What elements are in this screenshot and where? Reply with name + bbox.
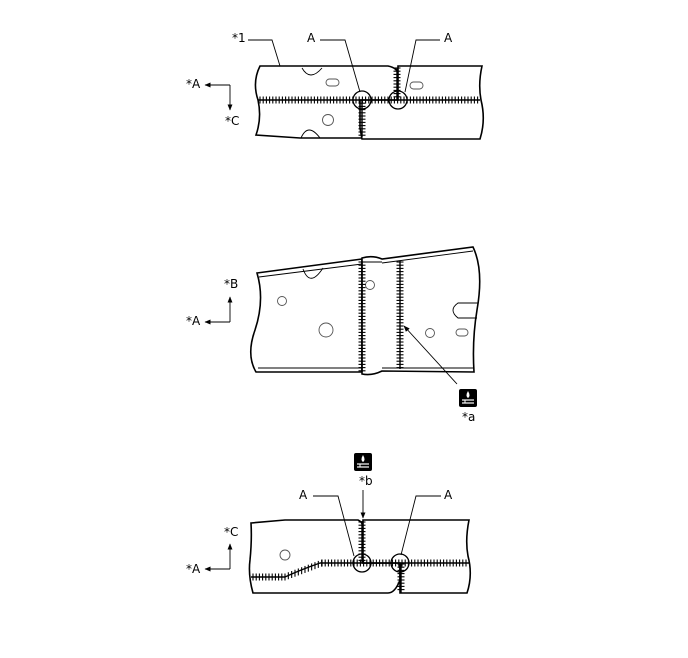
direction-label-c: *C (225, 114, 239, 128)
weld-seam-left (358, 261, 366, 372)
direction-label-c: *C (224, 525, 238, 539)
figure-bottom: A A *b *C *A (186, 453, 472, 594)
direction-label-a: *A (186, 77, 201, 91)
figure-middle: *a *B *A (186, 246, 481, 424)
weld-point-a-right (388, 90, 408, 110)
figure-top: *1 A A *A *C (186, 31, 485, 140)
weld-label-a: A (444, 488, 453, 502)
weld-seam-horizontal (258, 96, 480, 104)
panel-right-middle (361, 246, 481, 376)
weld-seam-right (396, 261, 404, 369)
direction-arrow-icon (204, 543, 233, 572)
weld-point-a-left (352, 90, 372, 110)
direction-arrow-icon (204, 82, 233, 111)
direction-arrow-icon (204, 296, 233, 325)
direction-label-a: *A (186, 562, 201, 576)
sealer-label-a: *a (462, 410, 475, 424)
panel-left-middle (249, 258, 363, 373)
sealer-label-b: *b (359, 474, 373, 488)
weld-label-a: A (299, 488, 308, 502)
weld-point-a-left (352, 553, 372, 573)
direction-label-a: *A (186, 314, 201, 328)
sealer-applicator-icon (354, 453, 372, 471)
sealer-applicator-icon (459, 389, 477, 407)
weld-label-a: A (307, 31, 316, 45)
direction-label-b: *B (224, 277, 238, 291)
weld-label-a: A (444, 31, 453, 45)
panel-right-bottom (362, 519, 472, 594)
weld-point-a-right (390, 553, 410, 573)
panel-right-top (359, 65, 485, 140)
part-label-1: *1 (232, 31, 246, 45)
